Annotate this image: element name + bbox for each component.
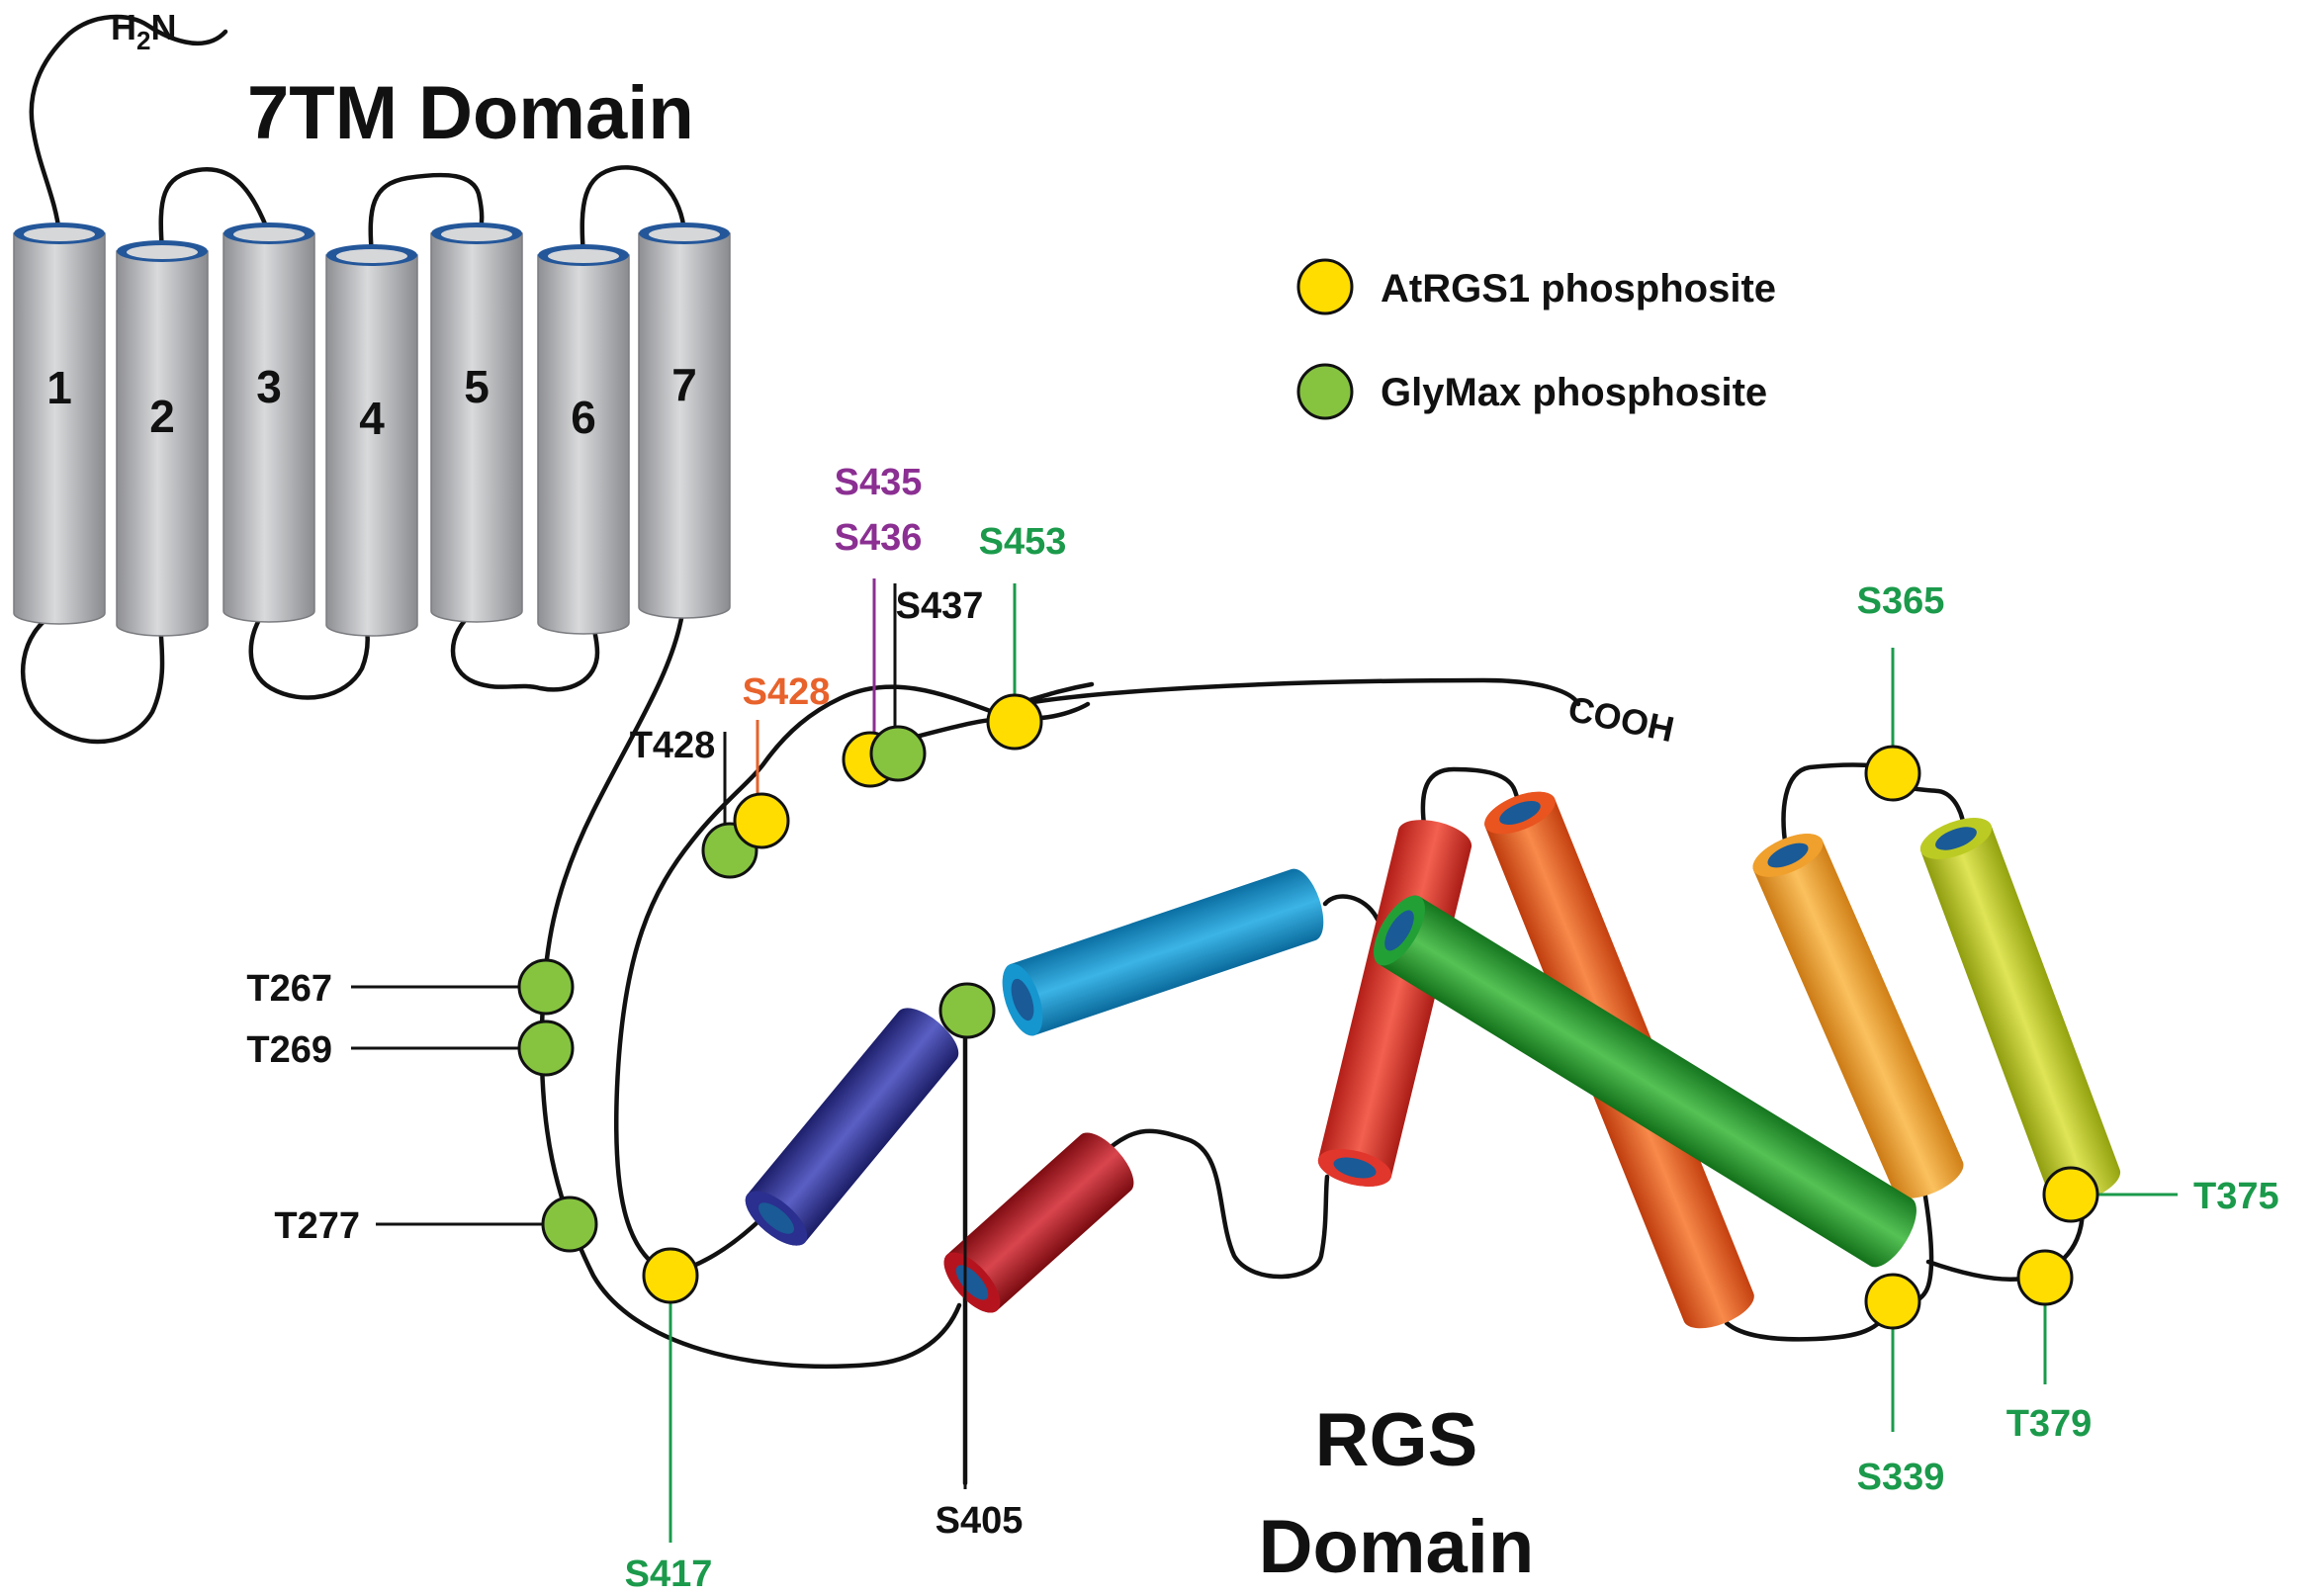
- rgs-helix-body: [1752, 834, 1964, 1198]
- tm-helix-body: [537, 254, 630, 635]
- tm-helix-number: 3: [256, 361, 282, 412]
- site-label-t267: T267: [246, 968, 332, 1010]
- site-label-s405: S405: [936, 1500, 1024, 1542]
- rgs-helix-body: [943, 1132, 1134, 1313]
- phosphosite-s453: [986, 693, 1043, 751]
- phosphosite-t375: [2042, 1166, 2099, 1223]
- tm7-to-rgs-loop: [539, 610, 962, 1370]
- tm-helix-cap-inner: [233, 227, 305, 241]
- tm-helix-number: 4: [359, 393, 385, 444]
- rgs-helix-body: [1002, 868, 1324, 1036]
- tm-helix-body: [223, 232, 315, 623]
- tm-helix-cap-inner: [548, 249, 619, 263]
- legend-label-glymax: GlyMax phosphosite: [1381, 371, 1767, 414]
- phosphosite-t269: [517, 1020, 575, 1077]
- tm-helix-body: [638, 232, 731, 619]
- legend-label-atrgs1: AtRGS1 phosphosite: [1381, 267, 1776, 310]
- site-label-s417: S417: [625, 1553, 713, 1595]
- tm-helix-cap-inner: [336, 249, 407, 263]
- rgs-helix-cap-inner: [758, 1202, 795, 1234]
- phosphosite-s339: [1864, 1273, 1921, 1330]
- rgs-helix-gold: [1752, 834, 1964, 1198]
- rgs-helix-body: [745, 1008, 959, 1246]
- site-label-t277: T277: [274, 1205, 360, 1247]
- rgs-helix-cap-inner: [1935, 827, 1977, 850]
- site-label-t269: T269: [246, 1029, 332, 1071]
- phosphosite-s437: [869, 725, 927, 782]
- rgs-helix-blue: [1002, 868, 1324, 1036]
- site-label-t379: T379: [2006, 1403, 2093, 1445]
- site-label-s365: S365: [1857, 580, 1945, 622]
- site-label-s339: S339: [1857, 1457, 1945, 1498]
- rgs-helix-body: [1919, 818, 2121, 1203]
- n-terminus-h: H: [111, 7, 136, 47]
- tm-helix-5: 5: [430, 222, 523, 623]
- site-label-t428: T428: [630, 725, 716, 766]
- n-terminus-sub: 2: [136, 26, 150, 55]
- tm-helix-1: 1: [13, 222, 106, 625]
- rgs-helix-cap-inner: [1767, 842, 1809, 868]
- phosphosite-t267: [517, 958, 575, 1016]
- site-label-s435: S435: [835, 462, 923, 503]
- phosphosite-s405: [938, 982, 996, 1039]
- tm-helix-body: [325, 254, 418, 637]
- tm-helix-6: 6: [537, 244, 630, 635]
- rgs-helix-green: [1374, 895, 1917, 1268]
- tm-helix-number: 2: [149, 391, 175, 442]
- phosphosite-t379: [2016, 1249, 2074, 1306]
- site-label-t375: T375: [2193, 1176, 2279, 1217]
- tm-helix-7: 7: [638, 222, 731, 619]
- tm-helix-4: 4: [325, 244, 418, 637]
- site-label-s428: S428: [743, 671, 831, 713]
- rgs-helix-cap-inner: [1499, 801, 1541, 825]
- legend-swatch-glymax: [1296, 363, 1354, 420]
- n-terminus-n: N: [150, 7, 176, 47]
- phosphosite-s428: [733, 792, 790, 849]
- legend-swatch-atrgs1: [1296, 258, 1354, 315]
- tm-helix-body: [430, 232, 523, 623]
- tm-helices: 1 2 3 4 5 6 7: [13, 222, 731, 637]
- phosphosite-markers: [517, 693, 2099, 1330]
- rgs-helix-cap-inner: [1011, 978, 1034, 1021]
- tm-loops: [20, 14, 687, 745]
- title-rgs-domain-line2: Domain: [1259, 1505, 1535, 1589]
- rgs-helices: [745, 791, 2121, 1329]
- tm-helix-number: 5: [464, 361, 490, 412]
- title-7tm-domain: 7TM Domain: [247, 71, 694, 155]
- phosphosite-t277: [541, 1196, 598, 1253]
- phosphosite-s365: [1864, 745, 1921, 802]
- tm-helix-body: [116, 250, 209, 637]
- c-terminus-label: COOH: [1564, 688, 1677, 751]
- rgs-helix-cap-inner: [1333, 1157, 1377, 1179]
- site-label-s436: S436: [835, 517, 923, 559]
- tm-helix-number: 6: [571, 392, 596, 443]
- title-rgs-domain-line1: RGS: [1315, 1398, 1478, 1482]
- tm-helix-number: 7: [671, 359, 697, 410]
- legend: AtRGS1 phosphosite GlyMax phosphosite: [1296, 258, 1776, 420]
- tm-helix-2: 2: [116, 240, 209, 637]
- rgs-helix-lime: [1919, 818, 2121, 1203]
- tm-helix-cap-inner: [24, 227, 95, 241]
- tm-helix-cap-inner: [441, 227, 512, 241]
- tm-helix-cap-inner: [127, 245, 198, 259]
- tm-helix-body: [13, 232, 106, 625]
- rgs-helix-cap-inner: [1384, 910, 1414, 951]
- rgs-helix-navy: [745, 1008, 959, 1246]
- tm-helix-cap-inner: [649, 227, 720, 241]
- tm-helix-3: 3: [223, 222, 315, 623]
- phosphosite-leaders: [351, 578, 2178, 1543]
- n-terminus-label: H2N: [111, 7, 176, 55]
- rgs-helix-body: [1374, 895, 1917, 1268]
- site-label-s453: S453: [979, 521, 1067, 563]
- site-label-s437: S437: [896, 585, 984, 627]
- phosphosite-s417: [642, 1247, 699, 1304]
- tm-helix-number: 1: [46, 362, 72, 413]
